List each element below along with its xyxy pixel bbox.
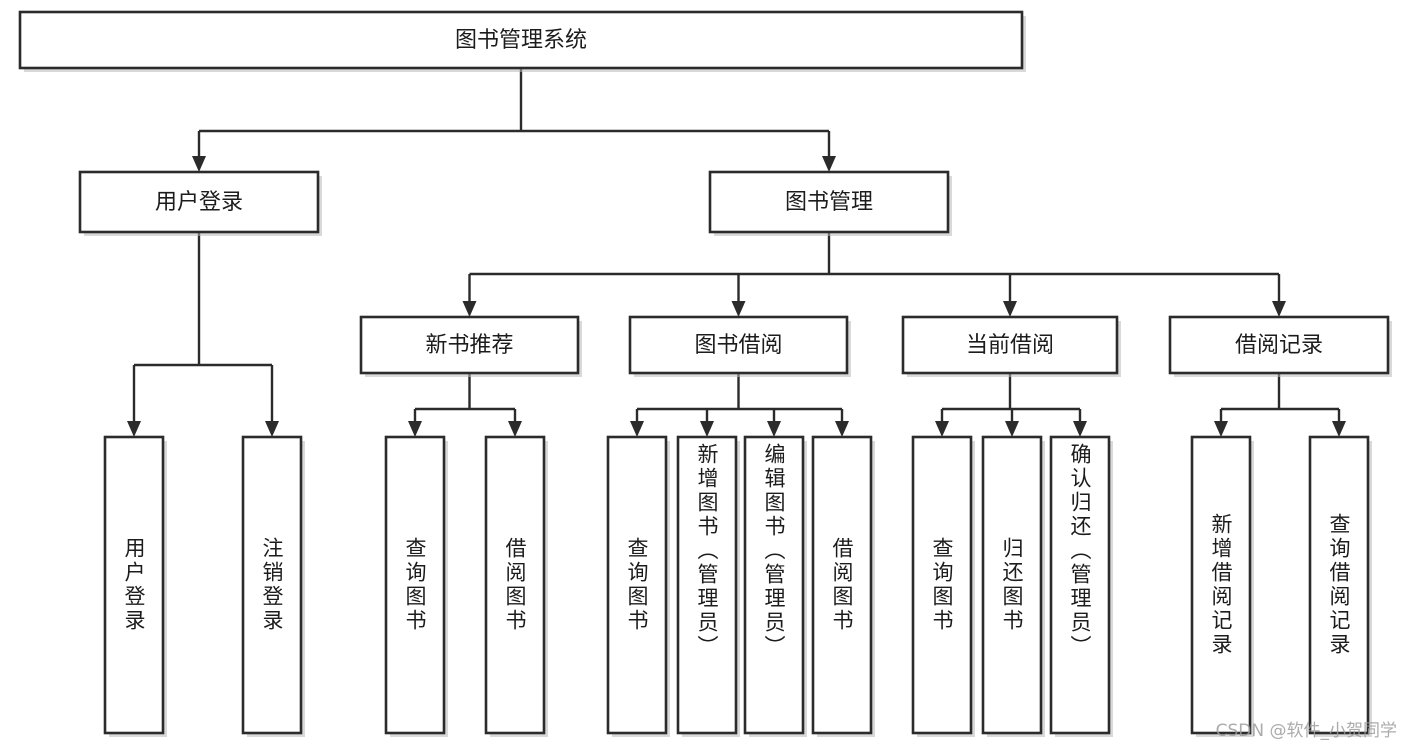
- arrow-head-icon: [1005, 421, 1019, 437]
- node-undefined[interactable]: [18, 10, 1024, 70]
- node-borrow-book-2[interactable]: [811, 435, 873, 735]
- arrow-head-icon: [1272, 301, 1286, 317]
- watermark: CSDN @软件_小贺同学: [1215, 721, 1397, 741]
- arrow-head-icon: [700, 421, 714, 437]
- node-query-book-3[interactable]: [911, 435, 973, 735]
- arrow-head-icon: [265, 421, 279, 437]
- arrow-head-icon: [1073, 421, 1087, 437]
- node-user-login[interactable]: [78, 170, 320, 234]
- arrow-head-icon: [127, 421, 141, 437]
- node-label-current-borrow: 当前借阅: [966, 333, 1054, 358]
- node-query-book-1[interactable]: [384, 435, 446, 735]
- node-book-borrow[interactable]: [628, 315, 849, 375]
- node-return-book[interactable]: [981, 435, 1043, 735]
- arrow-head-icon: [408, 421, 422, 437]
- arrow-head-icon: [935, 421, 949, 437]
- arrow-head-icon: [630, 421, 644, 437]
- node-user-login-do[interactable]: [103, 435, 165, 735]
- node-add-borrow-record[interactable]: [1190, 435, 1252, 735]
- node-label-borrow-records: 借阅记录: [1235, 333, 1323, 358]
- node-book-management[interactable]: [708, 170, 950, 234]
- node-label-user-login: 用户登录: [155, 190, 243, 215]
- node-borrow-records[interactable]: [1168, 315, 1390, 375]
- arrow-head-icon: [462, 301, 477, 317]
- node-label-book-management: 图书管理: [785, 190, 873, 215]
- node-new-book-recommend[interactable]: [359, 315, 580, 375]
- node-add-book-admin[interactable]: [676, 435, 738, 735]
- node-box-layer: [18, 10, 1392, 737]
- arrow-head-icon: [822, 156, 836, 172]
- arrow-head-icon: [508, 421, 522, 437]
- arrow-head-icon: [835, 421, 849, 437]
- node-confirm-return-admin[interactable]: [1049, 435, 1111, 735]
- node-user-logout[interactable]: [241, 435, 303, 735]
- arrow-head-icon: [767, 421, 781, 437]
- node-current-borrow[interactable]: [901, 315, 1119, 375]
- arrow-head-icon: [1214, 421, 1228, 437]
- arrow-head-icon: [192, 156, 206, 172]
- node-borrow-book-1[interactable]: [484, 435, 546, 735]
- node-label-book-borrow: 图书借阅: [694, 333, 782, 358]
- arrow-head-icon: [731, 301, 746, 317]
- arrow-head-icon: [1332, 421, 1346, 437]
- node-query-borrow-record[interactable]: [1308, 435, 1370, 735]
- node-edit-book-admin[interactable]: [743, 435, 805, 735]
- node-query-book-2[interactable]: [606, 435, 668, 735]
- node-label-new-book-recommend: 新书推荐: [425, 333, 513, 358]
- node-label-undefined: 图书管理系统: [455, 28, 587, 53]
- arrow-head-icon: [1003, 301, 1017, 317]
- connector-layer: [127, 68, 1346, 437]
